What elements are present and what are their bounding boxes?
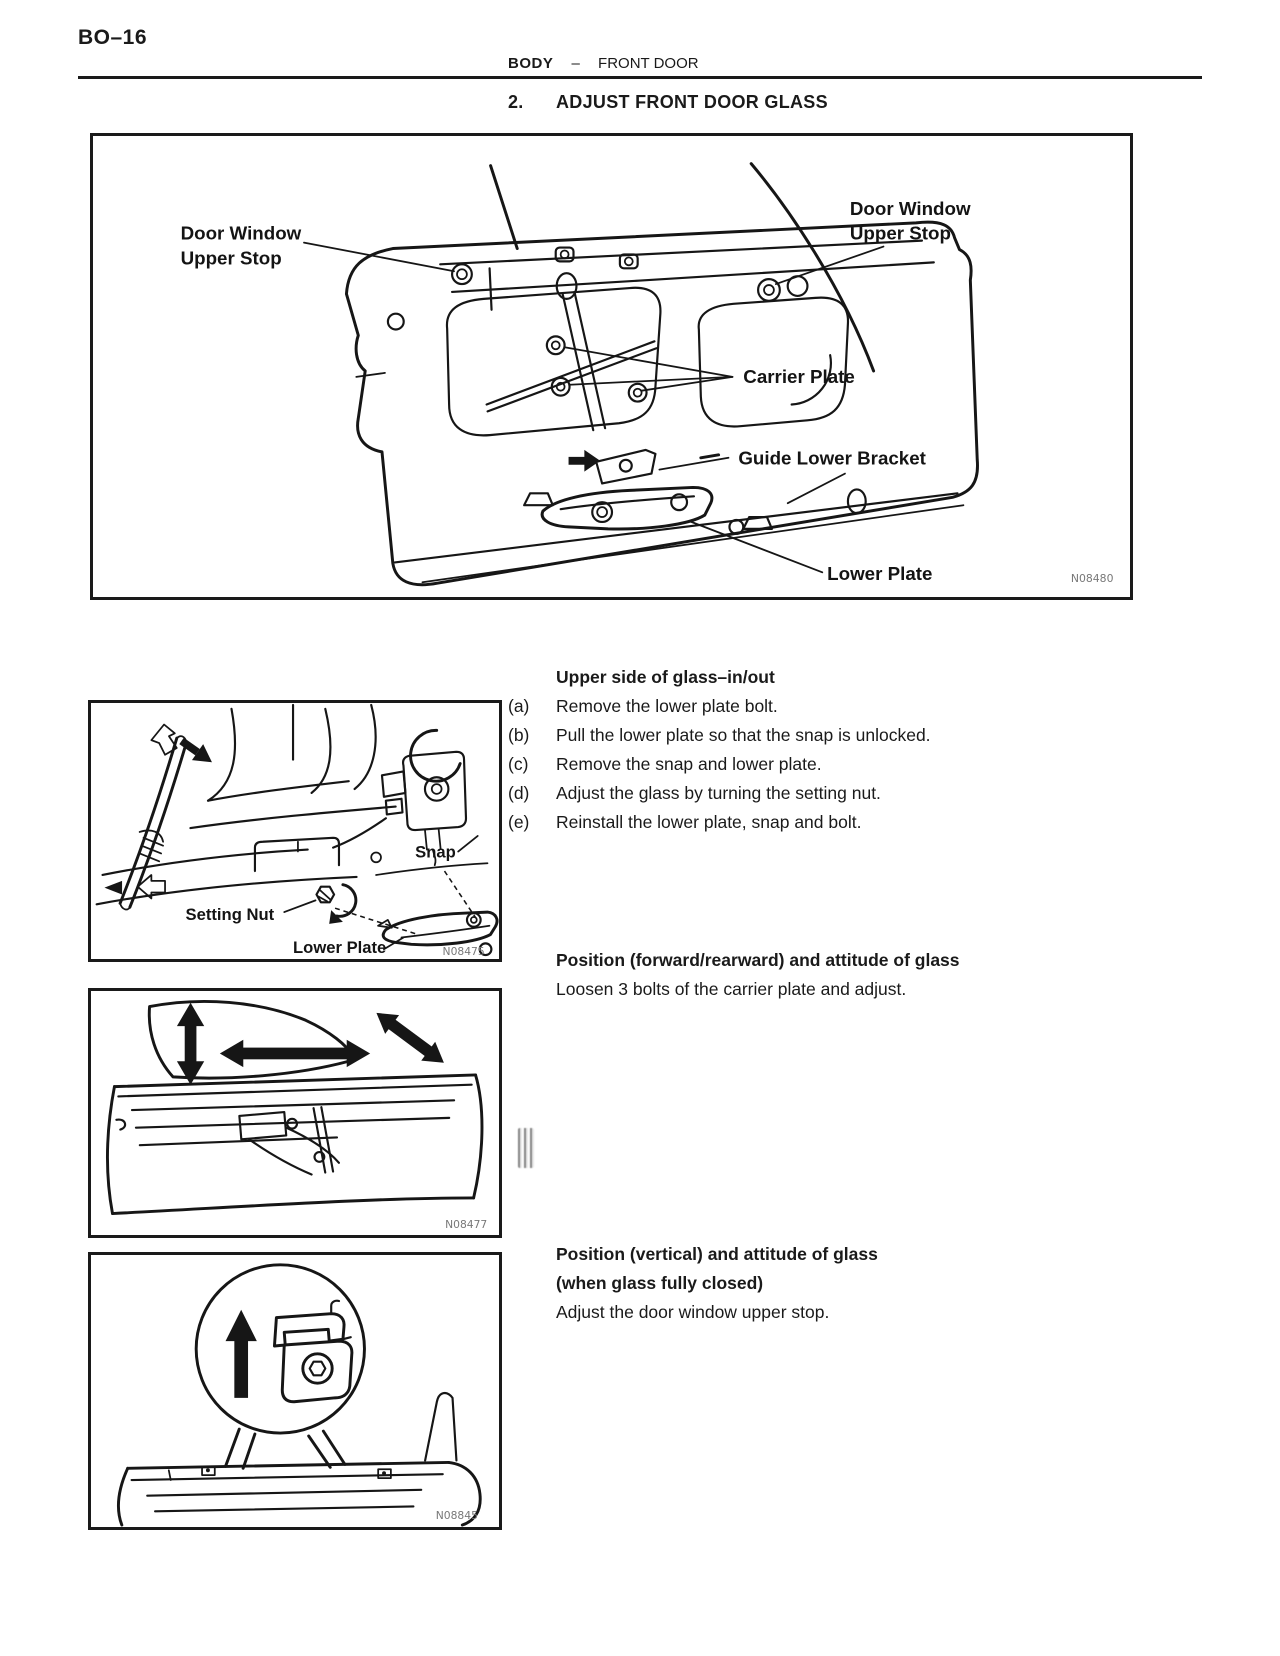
forward-rearward-body: Loosen 3 bolts of the carrier plate and … bbox=[556, 979, 907, 999]
running-header-section: BODY bbox=[508, 55, 554, 72]
in-out-heading: Upper side of glass–in/out bbox=[556, 667, 775, 687]
door-panel-diagram: Door Window Upper Stop Door Window Upper… bbox=[181, 162, 1114, 587]
step-b: (b) Pull the lower plate so that the sna… bbox=[508, 721, 1093, 750]
label-upper-stop-left-2: Upper Stop bbox=[181, 247, 282, 268]
position-forward-diagram: N08477 bbox=[106, 1000, 487, 1231]
label-lower-plate-main: Lower Plate bbox=[827, 563, 932, 584]
label-upper-stop-right-2: Upper Stop bbox=[850, 223, 951, 244]
step-b-label: (b) bbox=[508, 725, 530, 745]
page-code: BO–16 bbox=[78, 26, 148, 49]
section-in-out: Upper side of glass–in/out (a) Remove th… bbox=[508, 663, 1093, 837]
solid-arrow-icon bbox=[179, 737, 212, 763]
horizontal-double-arrow-icon bbox=[219, 1039, 371, 1068]
step-a: (a) Remove the lower plate bolt. bbox=[508, 692, 1093, 721]
step-e: (e) Reinstall the lower plate, snap and … bbox=[508, 808, 1093, 837]
section-forward-rearward: Position (forward/rearward) and attitude… bbox=[508, 946, 1093, 1004]
step-c-text: Remove the snap and lower plate. bbox=[556, 754, 822, 774]
label-upper-stop-right-1: Door Window bbox=[850, 198, 971, 219]
diagonal-double-arrow-icon bbox=[376, 1012, 444, 1063]
figure-code-position-forward: N08477 bbox=[445, 1218, 487, 1231]
running-header: BODY – FRONT DOOR bbox=[508, 55, 699, 72]
figure-door-panel-overview: Door Window Upper Stop Door Window Upper… bbox=[90, 133, 1133, 600]
label-carrier-plate: Carrier Plate bbox=[743, 366, 855, 387]
label-lower-plate: Lower Plate bbox=[293, 938, 386, 957]
running-header-dash: – bbox=[571, 55, 580, 72]
step-d-label: (d) bbox=[508, 783, 530, 803]
position-vertical-diagram: N08845 bbox=[117, 1263, 482, 1527]
solid-arrow-left-icon bbox=[104, 880, 123, 895]
running-header-subsection: FRONT DOOR bbox=[598, 55, 699, 72]
step-d-text: Adjust the glass by turning the setting … bbox=[556, 783, 881, 803]
label-guide-lower-bracket: Guide Lower Bracket bbox=[738, 448, 926, 469]
vertical-body: Adjust the door window upper stop. bbox=[556, 1302, 830, 1322]
section-title-text: ADJUST FRONT DOOR GLASS bbox=[556, 92, 828, 112]
magnifier-circle bbox=[194, 1263, 366, 1435]
step-a-label: (a) bbox=[508, 696, 530, 716]
figure-code-glass-in-out: N08475 bbox=[443, 945, 485, 958]
label-setting-nut: Setting Nut bbox=[186, 905, 275, 924]
step-e-text: Reinstall the lower plate, snap and bolt… bbox=[556, 812, 862, 832]
glass-in-out-diagram: Snap Setting Nut Lower Plate N08475 bbox=[95, 703, 499, 958]
step-e-label: (e) bbox=[508, 812, 530, 832]
hollow-arrow-icon bbox=[150, 723, 178, 756]
section-vertical: Position (vertical) and attitude of glas… bbox=[508, 1240, 1093, 1327]
figure-glass-in-out: Snap Setting Nut Lower Plate N08475 bbox=[88, 700, 502, 962]
hollow-arrow-left-icon bbox=[136, 874, 166, 900]
vertical-heading-2: (when glass fully closed) bbox=[556, 1273, 764, 1293]
figure-position-vertical: N08845 bbox=[88, 1252, 502, 1530]
label-upper-stop-left-1: Door Window bbox=[181, 223, 302, 244]
up-arrow-icon bbox=[225, 1309, 257, 1398]
forward-rearward-heading: Position (forward/rearward) and attitude… bbox=[556, 950, 960, 970]
section-title: 2. ADJUST FRONT DOOR GLASS bbox=[508, 92, 828, 113]
step-d: (d) Adjust the glass by turning the sett… bbox=[508, 779, 1093, 808]
step-b-text: Pull the lower plate so that the snap is… bbox=[556, 725, 931, 745]
step-a-text: Remove the lower plate bolt. bbox=[556, 696, 778, 716]
vertical-double-arrow-icon bbox=[176, 1002, 205, 1085]
section-title-number: 2. bbox=[508, 92, 524, 112]
print-artifact bbox=[518, 1128, 534, 1168]
vertical-heading-1: Position (vertical) and attitude of glas… bbox=[556, 1244, 878, 1264]
figure-code-position-vertical: N08845 bbox=[436, 1509, 478, 1522]
figure-code-main: N08480 bbox=[1071, 572, 1114, 585]
step-c: (c) Remove the snap and lower plate. bbox=[508, 750, 1093, 779]
label-snap: Snap bbox=[415, 842, 456, 861]
step-c-label: (c) bbox=[508, 754, 529, 774]
figure-position-forward-rearward: N08477 bbox=[88, 988, 502, 1238]
header-rule bbox=[78, 76, 1202, 79]
